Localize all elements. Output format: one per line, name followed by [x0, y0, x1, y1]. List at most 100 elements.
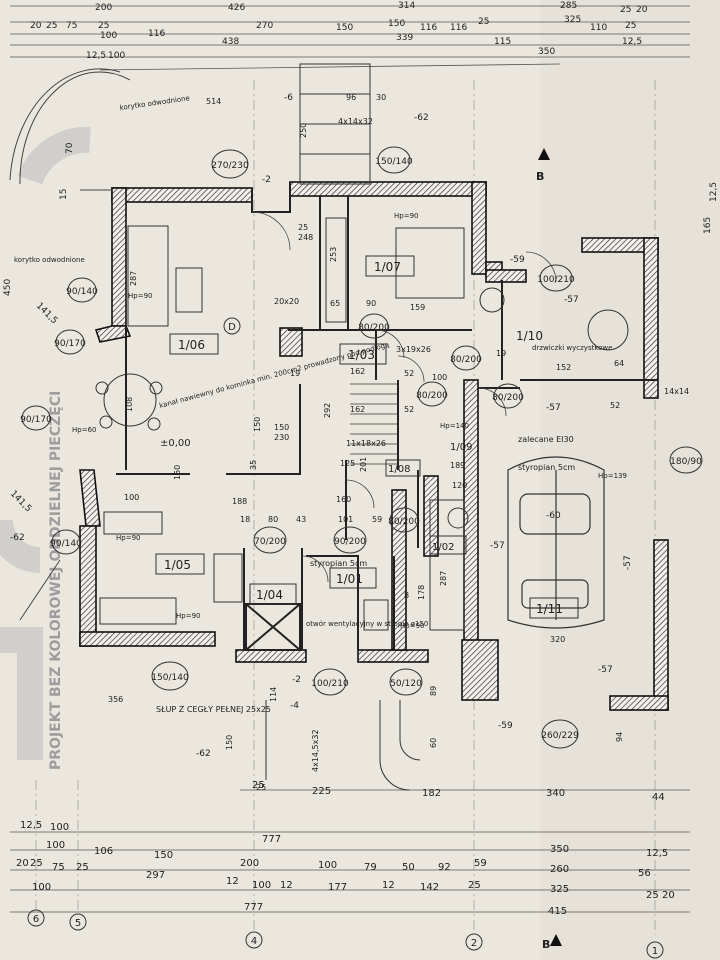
sofa	[127, 225, 169, 327]
partitions	[116, 182, 658, 651]
d-150-a: 150	[253, 417, 262, 432]
watermark-logo	[0, 126, 91, 760]
d-152: 152	[556, 363, 571, 372]
dim-r2-25b: 25	[98, 21, 109, 31]
dim-b3-25c: 25	[468, 880, 481, 891]
room-box-1-01	[329, 567, 377, 589]
d-65: 65	[330, 299, 340, 308]
lvl-minus-62-top: -62	[414, 113, 429, 123]
dim-r3-110: 110	[590, 23, 607, 33]
room-1-03: 1/03	[348, 348, 375, 362]
d-30: 30	[376, 93, 386, 102]
room-box-1-06	[169, 333, 219, 355]
dim-b3-260: 260	[550, 864, 569, 875]
opening-marks	[21, 146, 703, 749]
room-1-05: 1/05	[164, 558, 191, 572]
d-150-b: 150	[173, 465, 182, 480]
d-248: 248	[298, 233, 313, 242]
room-box-1-04	[249, 583, 297, 605]
top-dimension-text: 200 426 314 285 25 20 20 25 75 25 270 15…	[30, 1, 648, 61]
outdoor-stairs	[265, 63, 421, 791]
opening-label-150-140-top: 150/140	[375, 157, 413, 167]
opening-label-260-229: 260/229	[541, 731, 579, 741]
d-25-248: 25	[298, 223, 308, 232]
dim-b1-777: 777	[262, 834, 281, 845]
axis-label-5: 5	[75, 918, 81, 929]
opening-50-120	[389, 668, 423, 696]
opening-label-270-230: 270/230	[211, 161, 249, 171]
hp-a: Hp=90	[128, 292, 152, 300]
d-150-230: 150	[274, 423, 289, 432]
dim-side-450: 450	[3, 279, 13, 296]
hp-h: Hp=90	[400, 622, 424, 630]
d-18: 18	[240, 515, 250, 524]
lvl-minus-62-left: -62	[10, 533, 25, 543]
dim-b3-75: 75	[52, 862, 65, 873]
d-80: 80	[268, 515, 278, 524]
d-108: 108	[125, 397, 134, 412]
dim-b3-142: 142	[420, 882, 439, 893]
d-230: 230	[274, 433, 289, 442]
wardrobe	[325, 217, 347, 323]
bathtub	[429, 499, 465, 631]
dim-b0-44: 44	[652, 792, 665, 803]
d-120: 120	[452, 481, 467, 490]
level-zero: ±0,00	[160, 438, 191, 449]
dim-top-426: 426	[228, 3, 245, 13]
opening-label-90-170-b: 90/170	[20, 415, 52, 425]
wall-bay-lower	[79, 469, 101, 527]
opening-label-100-210-top: 100/210	[537, 275, 575, 285]
d-52-c: 52	[610, 401, 620, 410]
d-19-a: 19	[290, 369, 300, 378]
wall-boiler-top	[485, 269, 527, 283]
room-box-1-03	[339, 343, 387, 365]
wall-kitchen-bottom	[79, 631, 216, 647]
d-287-b: 287	[439, 571, 448, 586]
d-320: 320	[550, 635, 565, 644]
opening-70-200	[253, 526, 287, 554]
d-43: 43	[296, 515, 306, 524]
dim-b3-25: 25	[30, 858, 43, 869]
d-188: 188	[232, 497, 247, 506]
room-1-06: 1/06	[178, 338, 205, 352]
axis-circle-d	[223, 317, 241, 335]
section-arrow-top	[538, 148, 550, 160]
axis-circle-5	[69, 913, 87, 931]
dim-b0-340: 340	[546, 788, 565, 799]
dim-b2-79: 79	[364, 862, 377, 873]
tank	[587, 309, 629, 351]
d-162-b: 162	[350, 405, 365, 414]
axis-label-d: D	[228, 322, 236, 333]
lvl-minus-57-b: -57	[546, 403, 561, 413]
stairs-14x14: 14x14	[664, 387, 689, 396]
d-159: 159	[410, 303, 425, 312]
top-dimension-lines	[10, 5, 690, 71]
dim-b2-125: 12,5	[646, 848, 668, 859]
dim-r2-25c: 25	[478, 17, 489, 27]
watermark-text: PROJEKT BEZ KOLOROWEJ ODDZIELNEJ PIECZĘC…	[48, 391, 64, 770]
section-arrow-bottom	[550, 934, 562, 946]
d-178: 178	[417, 585, 426, 600]
wall-chimney	[279, 327, 303, 357]
dim-b4-20: 20	[662, 890, 675, 901]
note-drzwiczki: drzwiczki wyczystkowe	[532, 344, 612, 352]
opening-label-80-200-c: 80/200	[492, 393, 524, 403]
opening-180-90	[669, 446, 703, 474]
dim-top-20r: 20	[636, 5, 648, 15]
terrace-outline	[9, 68, 131, 621]
dim-b3-177: 177	[328, 882, 347, 893]
kitchen-counter	[99, 597, 177, 625]
d-20x20: 20x20	[274, 297, 299, 306]
dim-r2-270: 270	[256, 21, 273, 31]
dim-r2-325: 325	[564, 15, 581, 25]
axis-label-2: 2	[471, 938, 477, 949]
d-52-a: 52	[404, 369, 414, 378]
room-1-01: 1/01	[336, 572, 363, 586]
toilet	[363, 599, 389, 631]
d-100-b: 100	[124, 493, 139, 502]
lvl-minus-57-c: -57	[623, 555, 633, 570]
dim-top-25r: 25	[620, 5, 631, 15]
section-label-top: B	[536, 170, 544, 183]
opening-label-50-120: 50/120	[390, 679, 422, 689]
axis-markers: 6 5 4 2 1 D	[27, 317, 664, 959]
